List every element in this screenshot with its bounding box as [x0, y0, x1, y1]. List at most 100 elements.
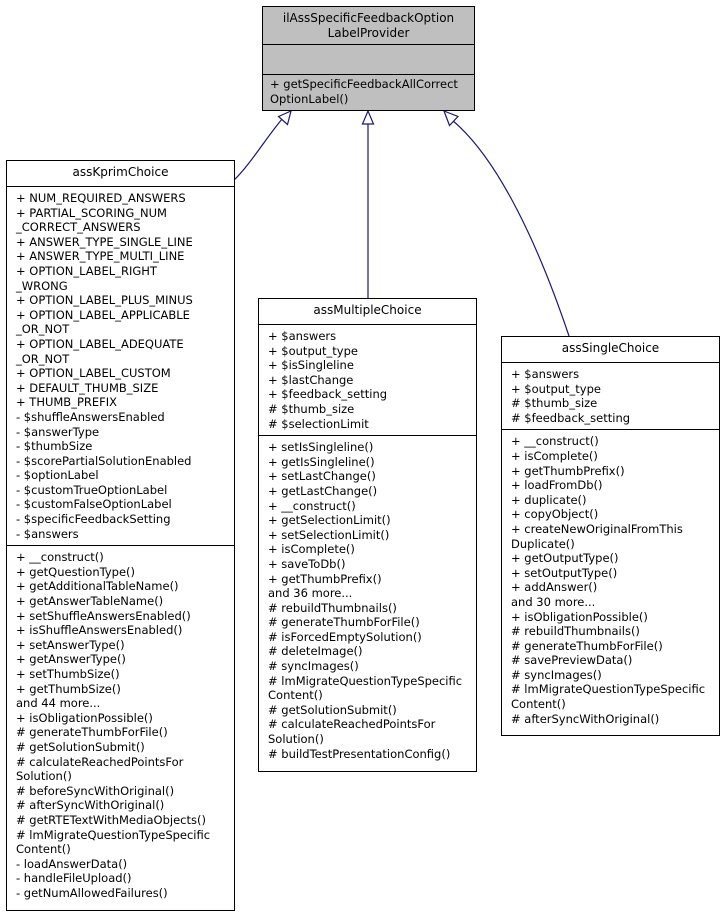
method-line: # syncImages()	[268, 659, 359, 674]
method-line: + copyObject()	[511, 507, 599, 522]
method-line: + getThumbPrefix()	[268, 571, 382, 586]
method-line: + getAdditionalTableName()	[16, 579, 179, 594]
method-line: + addAnswer()	[511, 580, 598, 595]
method-line: # calculateReachedPointsFor	[16, 754, 184, 769]
attribute-line: + ANSWER_TYPE_SINGLE_LINE	[16, 234, 193, 249]
attribute-line: - $optionLabel	[16, 468, 99, 483]
class-title: ilAssSpecificFeedbackOption LabelProvide…	[263, 7, 474, 45]
attribute-line: + THUMB_PREFIX	[16, 395, 118, 410]
attribute-line: + ANSWER_TYPE_MULTI_LINE	[16, 249, 185, 264]
class-attributes	[263, 45, 474, 75]
attribute-line: + OPTION_LABEL_CUSTOM	[16, 366, 171, 381]
attribute-line: # $feedback_setting	[511, 410, 631, 425]
class-title-line: assMultipleChoice	[313, 303, 422, 317]
class-assKprimChoice: assKprimChoice + NUM_REQUIRED_ANSWERS+ P…	[6, 160, 235, 911]
method-line: and 44 more...	[16, 696, 101, 711]
method-line: + getIsSingleline()	[268, 454, 375, 469]
method-line: Duplicate()	[511, 536, 575, 551]
method-line: # generateThumbForFile()	[268, 615, 420, 630]
class-assMultipleChoice: assMultipleChoice + $answers+ $output_ty…	[258, 298, 477, 772]
method-line: + isObligationPossible()	[511, 609, 648, 624]
attribute-line: - $customTrueOptionLabel	[16, 482, 168, 497]
class-title: assMultipleChoice	[259, 299, 476, 325]
method-line: + setShuffleAnswersEnabled()	[16, 608, 191, 623]
arrowhead-single	[442, 109, 460, 127]
attribute-line: - $thumbSize	[16, 439, 93, 454]
attribute-line: _CORRECT_ANSWERS	[16, 220, 141, 235]
arrowhead-multiple	[361, 109, 375, 125]
method-line: + getThumbPrefix()	[511, 463, 625, 478]
method-line: # buildTestPresentationConfig()	[268, 746, 451, 761]
method-line: + isObligationPossible()	[16, 710, 153, 725]
attribute-line: - $scorePartialSolutionEnabled	[16, 453, 192, 468]
method-line: # lmMigrateQuestionTypeSpecific	[268, 673, 463, 688]
method-line: + getOutputType()	[511, 551, 619, 566]
method-line: + getSelectionLimit()	[268, 513, 391, 528]
method-line: + __construct()	[16, 550, 104, 565]
attribute-line: + $output_type	[268, 343, 358, 358]
attribute-line: + $lastChange	[268, 372, 354, 387]
method-line: + loadFromDb()	[511, 478, 603, 493]
method-line: + setIsSingleline()	[268, 440, 374, 455]
method-line: # beforeSyncWithOriginal()	[16, 783, 175, 798]
method-line: # lmMigrateQuestionTypeSpecific	[511, 682, 706, 697]
attribute-line: # $selectionLimit	[268, 416, 369, 431]
method-line: # generateThumbForFile()	[511, 638, 663, 653]
class-assSingleChoice: assSingleChoice + $answers+ $output_type…	[501, 336, 720, 736]
method-line: + isComplete()	[268, 542, 355, 557]
method-line: # deleteImage()	[268, 644, 363, 659]
attribute-line: _WRONG	[16, 278, 68, 293]
class-title: assSingleChoice	[502, 337, 719, 363]
attribute-line: - $answerType	[16, 424, 100, 439]
method-line: + setAnswerType()	[16, 637, 125, 652]
attribute-line: # $thumb_size	[268, 401, 355, 416]
method-line: - getNumAllowedFailures()	[16, 885, 168, 900]
attribute-line: # $thumb_size	[511, 396, 598, 411]
method-line: - loadAnswerData()	[16, 856, 128, 871]
attribute-line: + $isSingleline	[268, 358, 354, 373]
method-line: + isComplete()	[511, 448, 598, 463]
arrowhead-kprim	[277, 109, 292, 126]
attribute-line: + DEFAULT_THUMB_SIZE	[16, 380, 159, 395]
method-line: + createNewOriginalFromThis	[511, 521, 683, 536]
attribute-line: - $customFalseOptionLabel	[16, 497, 172, 512]
method-line: # rebuildThumbnails()	[268, 600, 397, 615]
method-line: + saveToDb()	[268, 556, 346, 571]
method-line: # lmMigrateQuestionTypeSpecific	[16, 827, 211, 842]
method-line: Solution()	[16, 769, 72, 784]
method-line: - handleFileUpload()	[16, 871, 132, 886]
method-line: # generateThumbForFile()	[16, 725, 168, 740]
method-line: # isForcedEmptySolution()	[268, 629, 422, 644]
class-title-line: assKprimChoice	[72, 165, 169, 179]
attribute-line: + $answers	[511, 367, 580, 381]
attribute-line: + OPTION_LABEL_APPLICABLE	[16, 307, 190, 322]
class-attributes: + $answers+ $output_type+ $isSingleline+…	[259, 325, 476, 437]
method-line: # afterSyncWithOriginal()	[511, 711, 660, 726]
method-line: # calculateReachedPointsFor	[268, 717, 436, 732]
method-line: # savePreviewData()	[511, 653, 633, 668]
attribute-line: + PARTIAL_SCORING_NUM	[16, 205, 167, 220]
method-line: # syncImages()	[511, 667, 602, 682]
class-title-line: LabelProvider	[327, 25, 410, 40]
attribute-line: + OPTION_LABEL_PLUS_MINUS	[16, 293, 193, 308]
method-line: + duplicate()	[511, 492, 587, 507]
method-line: Content()	[16, 842, 71, 857]
attribute-line: _OR_NOT	[16, 351, 70, 366]
attribute-line: + $answers	[268, 329, 337, 343]
method-line: + isShuffleAnswersEnabled()	[16, 623, 183, 638]
method-line: + getQuestionType()	[16, 564, 135, 579]
method-line: + setThumbSize()	[16, 667, 120, 681]
class-attributes: + $answers+ $output_type# $thumb_size# $…	[502, 363, 719, 431]
attribute-line: + $feedback_setting	[268, 387, 388, 402]
method-line: # getSolutionSubmit()	[16, 739, 145, 754]
method-line: + setOutputType()	[511, 565, 618, 580]
attribute-line: + $output_type	[511, 381, 601, 396]
class-title: assKprimChoice	[7, 161, 234, 187]
method-line: Content()	[511, 697, 566, 712]
attribute-line: - $specificFeedbackSetting	[16, 512, 171, 527]
method-line: Solution()	[268, 732, 324, 747]
attribute-line: - $shuffleAnswersEnabled	[16, 409, 165, 424]
method-line: + __construct()	[511, 434, 599, 449]
class-title-line: ilAssSpecificFeedbackOption	[282, 11, 455, 25]
